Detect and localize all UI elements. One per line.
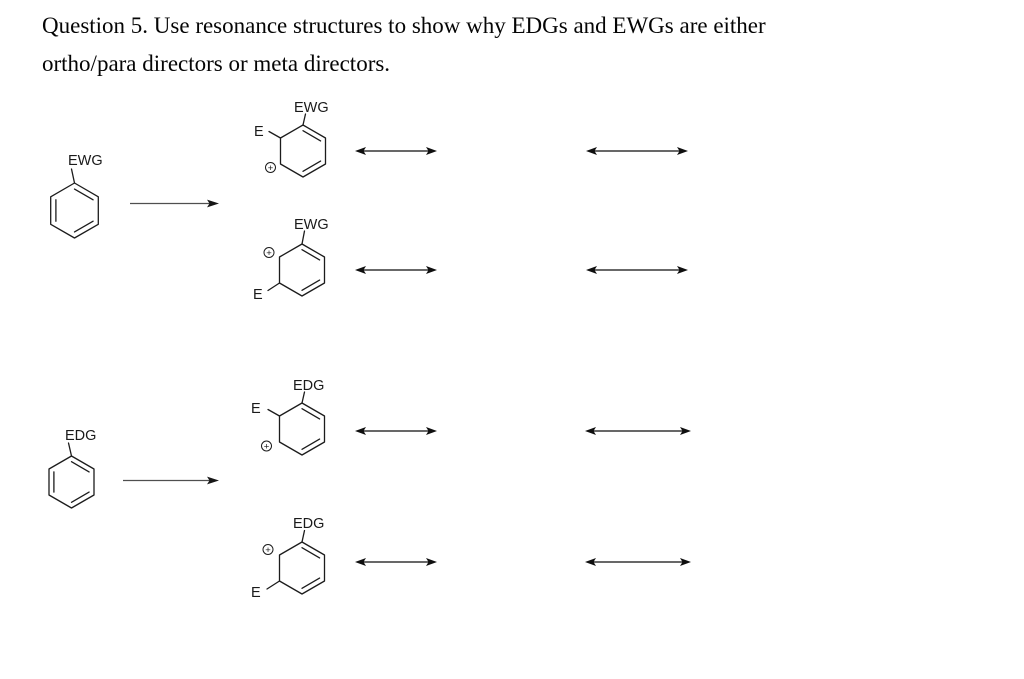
arrow-head-right	[426, 147, 437, 155]
charge-plus: +	[268, 163, 274, 174]
substituent-label: EWG	[294, 100, 329, 116]
arrow-head-left	[586, 266, 597, 274]
double-bond-lines	[301, 249, 321, 291]
double-bond-lines	[302, 130, 322, 172]
resonance-arrow	[586, 266, 688, 274]
charge-plus: +	[265, 545, 271, 556]
arrow-head-left	[355, 427, 366, 435]
ring	[278, 243, 326, 297]
arrow-head-right	[426, 266, 437, 274]
resonance-arrow	[585, 427, 691, 435]
arrow-head-right	[677, 147, 688, 155]
edg-intermediate-1: EDG E +	[251, 378, 326, 456]
arrow-head-left	[355, 266, 366, 274]
substituent-label: EWG	[294, 217, 329, 233]
electrophile-bond	[266, 580, 281, 590]
resonance-arrow	[355, 427, 437, 435]
ewg-reaction-arrow	[130, 199, 219, 208]
electrophile-label: E	[253, 287, 263, 303]
charge-plus: +	[266, 248, 272, 259]
substituent-label: EDG	[293, 516, 324, 532]
question-line-1: Question 5. Use resonance structures to …	[42, 13, 766, 38]
double-bond-lines	[301, 547, 321, 589]
ring	[279, 124, 327, 178]
benzene-ring	[50, 182, 99, 239]
substituent-bond	[301, 529, 306, 543]
arrow-head-right	[426, 427, 437, 435]
charge-circle	[265, 162, 276, 173]
arrow-head-right	[426, 558, 437, 566]
substituent-bond	[301, 230, 306, 245]
electrophile-label: E	[254, 124, 264, 140]
arrow-head-left	[585, 427, 596, 435]
edg-intermediate-2: EDG + E	[251, 516, 326, 601]
charge-plus: +	[264, 441, 270, 452]
double-bond-lines	[53, 461, 90, 503]
substituent-bond	[67, 442, 73, 457]
resonance-arrow	[585, 558, 691, 566]
arrow-head-right	[680, 427, 691, 435]
arrow-head-right	[677, 266, 688, 274]
question-line-2: ortho/para directors or meta directors.	[42, 51, 391, 76]
resonance-arrow	[355, 266, 437, 274]
electrophile-bond	[268, 130, 282, 139]
substituent-bond	[70, 168, 76, 184]
arrow-head-right	[680, 558, 691, 566]
resonance-arrow	[355, 558, 437, 566]
electrophile-label: E	[251, 401, 261, 417]
electrophile-bond	[267, 408, 281, 417]
charge-circle	[263, 247, 275, 258]
question-text: Question 5. Use resonance structures to …	[42, 7, 992, 83]
charge-circle	[262, 544, 274, 555]
substituent-bond	[301, 391, 306, 404]
benzene-ring	[48, 455, 95, 509]
substituent-label: EDG	[293, 378, 324, 394]
positive-charge-icon: +	[261, 440, 272, 452]
substituent-label: EDG	[65, 428, 96, 444]
arrow-head-left	[355, 558, 366, 566]
arrow-head	[207, 476, 219, 485]
edg-reaction-arrow	[123, 476, 219, 485]
ring	[278, 402, 326, 456]
electrophile-label: E	[251, 585, 261, 601]
substituent-label: EWG	[68, 153, 103, 169]
arrow-head-left	[355, 147, 366, 155]
resonance-arrow	[355, 147, 437, 155]
ewg-intermediate-1: EWG E +	[254, 100, 329, 178]
ring	[278, 541, 326, 595]
edg-reactant-structure: EDG	[48, 428, 96, 509]
arrow-head-left	[586, 147, 597, 155]
ewg-intermediate-2: EWG + E	[253, 217, 329, 303]
positive-charge-icon: +	[263, 247, 275, 259]
ewg-reactant-structure: EWG	[50, 153, 103, 239]
ewg-scheme: EWG EWG E +	[50, 100, 688, 303]
positive-charge-icon: +	[262, 544, 274, 556]
arrow-head	[207, 199, 219, 208]
substituent-bond	[302, 113, 307, 126]
double-bond-lines	[301, 408, 321, 450]
charge-circle	[261, 440, 272, 452]
arrow-head-left	[585, 558, 596, 566]
double-bond-lines	[55, 188, 94, 233]
electrophile-bond	[267, 282, 281, 292]
positive-charge-icon: +	[265, 162, 276, 174]
edg-scheme: EDG EDG E +	[48, 378, 691, 601]
resonance-arrow	[586, 147, 688, 155]
